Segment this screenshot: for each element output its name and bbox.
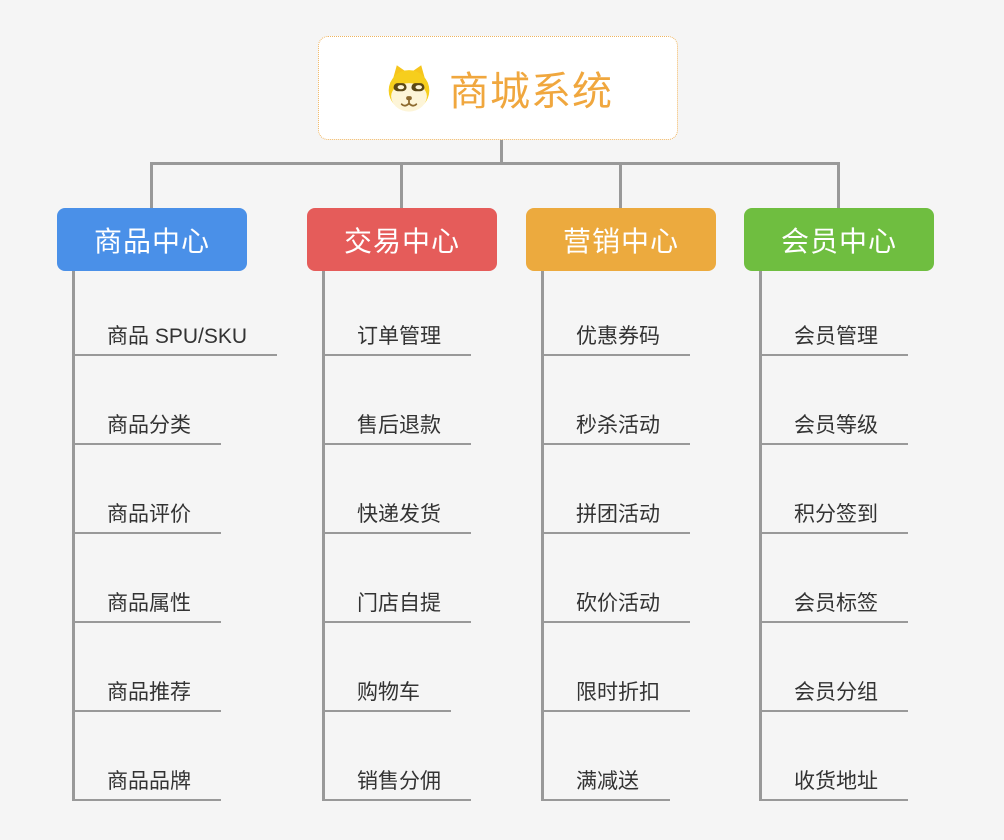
leaf-item[interactable]: 砍价活动	[544, 534, 690, 623]
leaf-item[interactable]: 购物车	[325, 623, 451, 712]
leaf-item[interactable]: 商品品牌	[75, 712, 221, 801]
branch-box-trade-center[interactable]: 交易中心	[307, 208, 497, 271]
connector-drop-3	[619, 162, 622, 208]
leaf-item[interactable]: 门店自提	[325, 534, 471, 623]
connector-drop-2	[400, 162, 403, 208]
branch-marketing-center: 营销中心 优惠券码 秒杀活动 拼团活动 砍价活动 限时折扣 满减送	[526, 208, 716, 801]
branch-items-member: 会员管理 会员等级 积分签到 会员标签 会员分组 收货地址	[759, 271, 934, 801]
connector-horizontal-bar	[150, 162, 840, 165]
leaf-item[interactable]: 积分签到	[762, 445, 908, 534]
dog-icon	[388, 65, 430, 112]
root-title: 商城系统	[449, 70, 613, 114]
leaf-item[interactable]: 拼团活动	[544, 445, 690, 534]
leaf-item[interactable]: 售后退款	[325, 356, 471, 445]
branch-items-marketing: 优惠券码 秒杀活动 拼团活动 砍价活动 限时折扣 满减送	[541, 271, 716, 801]
leaf-item[interactable]: 商品推荐	[75, 623, 221, 712]
leaf-item[interactable]: 商品分类	[75, 356, 221, 445]
branch-product-center: 商品中心 商品 SPU/SKU 商品分类 商品评价 商品属性 商品推荐 商品品牌	[57, 208, 278, 801]
leaf-item[interactable]: 商品 SPU/SKU	[75, 271, 278, 356]
branch-items-product: 商品 SPU/SKU 商品分类 商品评价 商品属性 商品推荐 商品品牌	[72, 271, 278, 801]
connector-drop-1	[150, 162, 153, 208]
leaf-item[interactable]: 限时折扣	[544, 623, 690, 712]
branch-box-marketing-center[interactable]: 营销中心	[526, 208, 716, 271]
connector-root-stub	[500, 140, 503, 165]
branch-member-center: 会员中心 会员管理 会员等级 积分签到 会员标签 会员分组 收货地址	[744, 208, 934, 801]
branch-box-member-center[interactable]: 会员中心	[744, 208, 934, 271]
leaf-item[interactable]: 会员标签	[762, 534, 908, 623]
leaf-item[interactable]: 秒杀活动	[544, 356, 690, 445]
connector-drop-4	[837, 162, 840, 208]
leaf-item[interactable]: 满减送	[544, 712, 670, 801]
leaf-item[interactable]: 商品评价	[75, 445, 221, 534]
root-node[interactable]: 商城系统	[318, 36, 678, 140]
leaf-item[interactable]: 收货地址	[762, 712, 908, 801]
leaf-item[interactable]: 快递发货	[325, 445, 471, 534]
leaf-item[interactable]: 商品属性	[75, 534, 221, 623]
branch-box-product-center[interactable]: 商品中心	[57, 208, 247, 271]
leaf-item[interactable]: 销售分佣	[325, 712, 471, 801]
leaf-item[interactable]: 优惠券码	[544, 271, 690, 356]
leaf-item[interactable]: 会员分组	[762, 623, 908, 712]
leaf-item[interactable]: 会员等级	[762, 356, 908, 445]
branch-items-trade: 订单管理 售后退款 快递发货 门店自提 购物车 销售分佣	[322, 271, 497, 801]
leaf-item[interactable]: 会员管理	[762, 271, 908, 356]
leaf-item[interactable]: 订单管理	[325, 271, 471, 356]
branch-trade-center: 交易中心 订单管理 售后退款 快递发货 门店自提 购物车 销售分佣	[307, 208, 497, 801]
